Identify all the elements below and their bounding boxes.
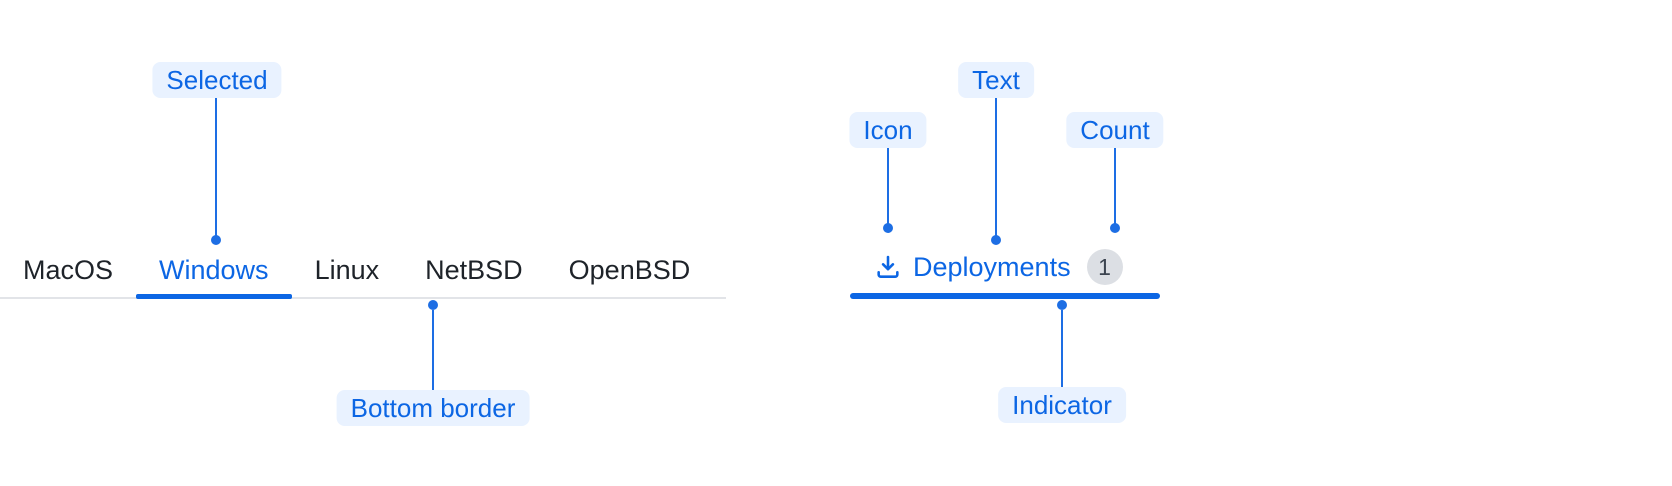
annotation-count-label: Count [1066,112,1164,148]
tab-openbsd[interactable]: OpenBSD [568,255,691,285]
annotation-selected-label: Selected [152,62,282,98]
count-badge: 1 [1086,249,1123,285]
tab-bar: MacOS Windows Linux NetBSD OpenBSD [0,244,726,299]
annotation-icon-label: Icon [849,112,927,148]
annotation-count-line [1114,148,1116,228]
tab-linux[interactable]: Linux [314,255,380,285]
annotation-text-label: Text [958,62,1034,98]
deployments-tab-label: Deployments [913,251,1071,282]
annotation-count-dot [1110,223,1120,233]
annotation-icon-dot [883,223,893,233]
tab-macos[interactable]: MacOS [23,255,114,285]
tab-windows[interactable]: Windows [136,244,292,299]
annotation-bottom-border-label: Bottom border [336,390,530,426]
annotation-selected-line [215,98,217,240]
tab-netbsd[interactable]: NetBSD [425,255,523,285]
annotation-bottom-border-dot [428,300,438,310]
download-icon [874,253,902,281]
annotation-selected-dot [211,235,221,245]
annotation-icon-line [887,148,889,228]
annotation-bottom-border-line [432,310,434,390]
tab-indicator [850,293,1160,299]
annotation-indicator-label: Indicator [998,387,1126,423]
deployments-tab[interactable]: Deployments 1 [874,243,1123,291]
annotation-indicator-dot [1057,300,1067,310]
annotation-text-line [995,98,997,240]
annotation-text-dot [991,235,1001,245]
annotation-indicator-line [1061,310,1063,387]
